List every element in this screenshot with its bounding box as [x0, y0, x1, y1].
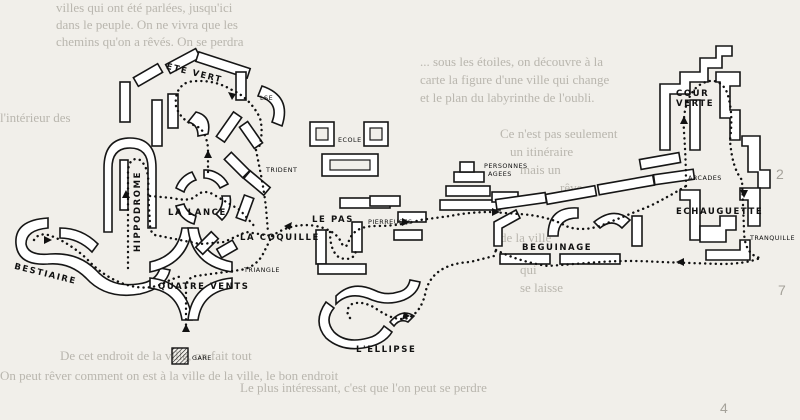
- building-group-cour-verte: [659, 45, 771, 189]
- building-group-hippodrome: [103, 137, 157, 233]
- building-group-ecole: [309, 121, 389, 177]
- bg-text-right-2: carte la figure d'une ville qui change: [420, 72, 610, 87]
- label-le-pas: LE PAS: [312, 215, 354, 225]
- route-arrows: [44, 92, 748, 332]
- gare-hatched-square-icon: [171, 347, 189, 365]
- label-agees: AGEES: [488, 170, 512, 178]
- bg-text-bottom-1: De cet endroit de la ville, on fait tout: [60, 348, 252, 363]
- building-group-echauguette: [679, 187, 761, 261]
- bg-text-right-5: un itinéraire: [510, 144, 574, 159]
- label-arcades: ARCADES: [688, 174, 722, 182]
- arrowhead-icon: [122, 190, 130, 198]
- route-cour-verte: [682, 79, 762, 260]
- building-group-personnes-agees: [439, 161, 519, 211]
- building-group-l-ellipse: [318, 279, 421, 350]
- label-beguinage: BEGUINAGE: [522, 243, 592, 253]
- building-group-arcades: [494, 151, 696, 211]
- bg-text-right-6: mais un: [520, 162, 561, 177]
- label-triangle: TRIANGLE: [243, 266, 280, 274]
- bg-text-right-8: de la ville: [500, 230, 552, 245]
- label-cour: COUR: [676, 89, 709, 99]
- building-group-bestiaire: [15, 217, 171, 297]
- route-la-lance: [148, 190, 258, 230]
- arrowhead-icon: [182, 324, 190, 332]
- bg-text-right-10: se laisse: [520, 280, 563, 295]
- label-trident: TRIDENT: [265, 166, 297, 174]
- building-group-le-pas: [315, 195, 427, 275]
- bg-text-right-4: Ce n'est pas seulement: [500, 126, 618, 141]
- route-hippodrome: [126, 157, 274, 270]
- arrowhead-icon: [740, 190, 748, 198]
- arrowhead-icon: [680, 116, 688, 124]
- label-pierreuses: PIERREUSES: [368, 218, 413, 226]
- route-beguinage-bottom: [494, 248, 762, 268]
- route-bestiaire-loop: [32, 233, 184, 289]
- label-tranquille: TRANQUILLE: [749, 234, 795, 242]
- route-main: [270, 184, 688, 248]
- label-la-coquille: LA COQUILLE: [240, 233, 320, 243]
- label-ecole: ECOLE: [338, 136, 362, 144]
- dotted-route: [32, 79, 762, 332]
- arrowhead-icon: [44, 236, 52, 244]
- arrowhead-icon: [492, 208, 500, 216]
- bg-text-top-1: villes qui ont été parlées, jusqu'ici: [56, 0, 233, 15]
- bg-text-top-3: chemins qu'on a rêvés. On se perdra: [56, 34, 244, 49]
- label-echauguette: ECHAUGUETTE: [676, 207, 763, 217]
- bg-text-bottom-3: Le plus intéressant, c'est que l'on peut…: [240, 380, 487, 395]
- label-quatre-vents: QUATRE VENTS: [158, 282, 250, 292]
- bg-text-left-1: l'intérieur des: [0, 110, 71, 125]
- label-lse: LSE: [260, 94, 273, 102]
- building-group-quatre-vents: [149, 227, 239, 321]
- route-ellipse: [346, 248, 498, 321]
- bg-text-right-9: qui: [520, 262, 537, 277]
- arrowhead-icon: [676, 258, 684, 266]
- page-number-2: 7: [778, 282, 786, 298]
- page-number-3: 4: [720, 400, 728, 416]
- building-group-ete-vert: [119, 47, 286, 197]
- label-gare: GARE: [192, 354, 212, 362]
- page-number-1: 2: [776, 166, 784, 182]
- label-hippodrome: HIPPODROME: [133, 171, 143, 252]
- arrowhead-icon: [228, 92, 236, 100]
- arrowhead-icon: [402, 218, 410, 226]
- building-group-beguinage: [493, 207, 643, 265]
- arrowhead-icon: [402, 312, 410, 320]
- route-coquille-loop: [328, 230, 358, 261]
- bg-text-right-3: et le plan du labyrinthe de l'oubli.: [420, 90, 595, 105]
- bg-text-bottom-2: On peut rêver comment on est à la ville …: [0, 368, 339, 383]
- bg-text-top-2: dans le peuple. On ne vivra que les: [56, 17, 238, 32]
- label-verte: VERTE: [676, 99, 714, 109]
- route-trident: [254, 148, 270, 234]
- arrowhead-icon: [284, 222, 292, 230]
- label-personnes: PERSONNES: [484, 162, 528, 170]
- label-la-lance: LA LANCE: [168, 208, 227, 218]
- bg-text-right-1: ... sous les étoiles, on découvre à la: [420, 54, 604, 69]
- building-group-la-lance: [175, 169, 255, 225]
- arrowhead-icon: [204, 150, 212, 158]
- label-l-ellipse: L'ELLIPSE: [356, 345, 416, 355]
